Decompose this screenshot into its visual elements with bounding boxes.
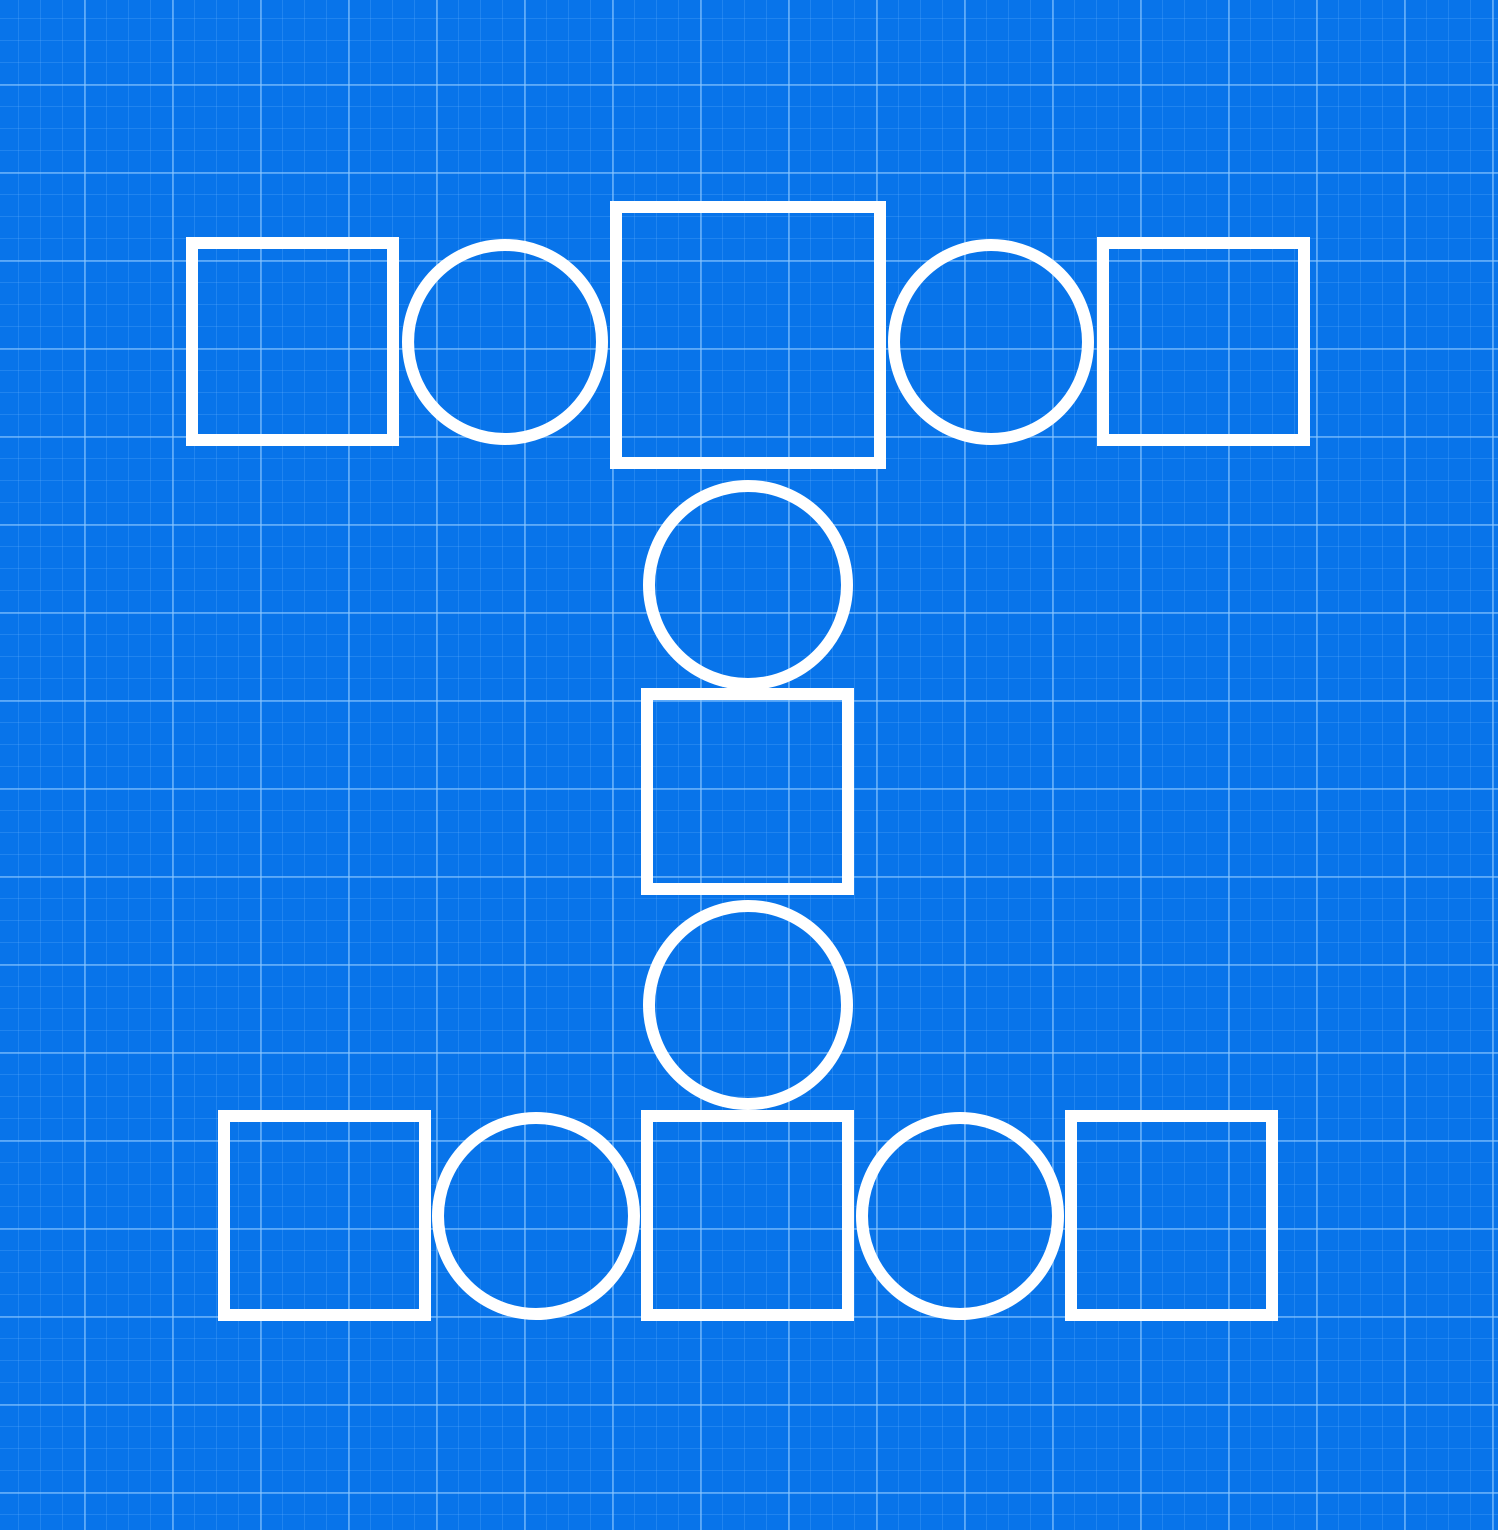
- stem-circle-1: [643, 480, 853, 690]
- bottom-center-square: [641, 1110, 854, 1321]
- bottom-circle-1: [432, 1112, 640, 1320]
- bottom-square-2: [1065, 1110, 1278, 1321]
- top-square-1: [186, 237, 399, 446]
- top-circle-1: [402, 239, 608, 445]
- top-square-2: [1097, 237, 1310, 446]
- bottom-square-1: [218, 1110, 431, 1321]
- top-circle-2: [888, 239, 1094, 445]
- top-center-square: [610, 201, 886, 469]
- stem-circle-2: [643, 900, 853, 1110]
- bottom-circle-2: [856, 1112, 1064, 1320]
- stem-square: [641, 688, 854, 895]
